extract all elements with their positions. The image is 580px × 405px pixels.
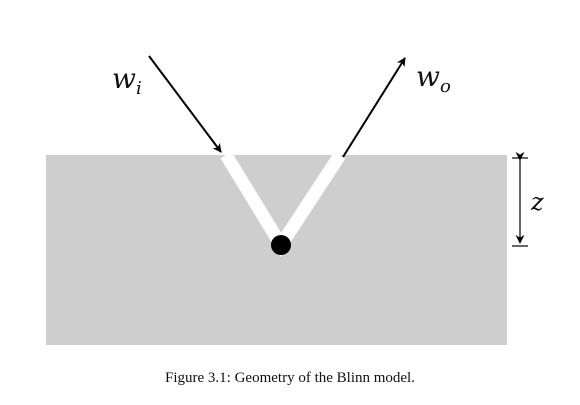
- outgoing-label-base: w: [416, 60, 440, 93]
- incoming-label-base: w: [112, 62, 136, 95]
- depth-label: z: [530, 188, 544, 216]
- incoming-label-subscript: i: [136, 78, 142, 99]
- outgoing-direction-label: wo: [416, 60, 451, 97]
- scattering-point: [271, 235, 291, 255]
- outgoing-arrow: [342, 57, 406, 158]
- figure-caption: Figure 3.1: Geometry of the Blinn model.: [165, 370, 415, 386]
- incoming-direction-label: wi: [112, 62, 142, 99]
- incoming-arrow: [148, 55, 222, 153]
- outgoing-label-subscript: o: [440, 76, 451, 97]
